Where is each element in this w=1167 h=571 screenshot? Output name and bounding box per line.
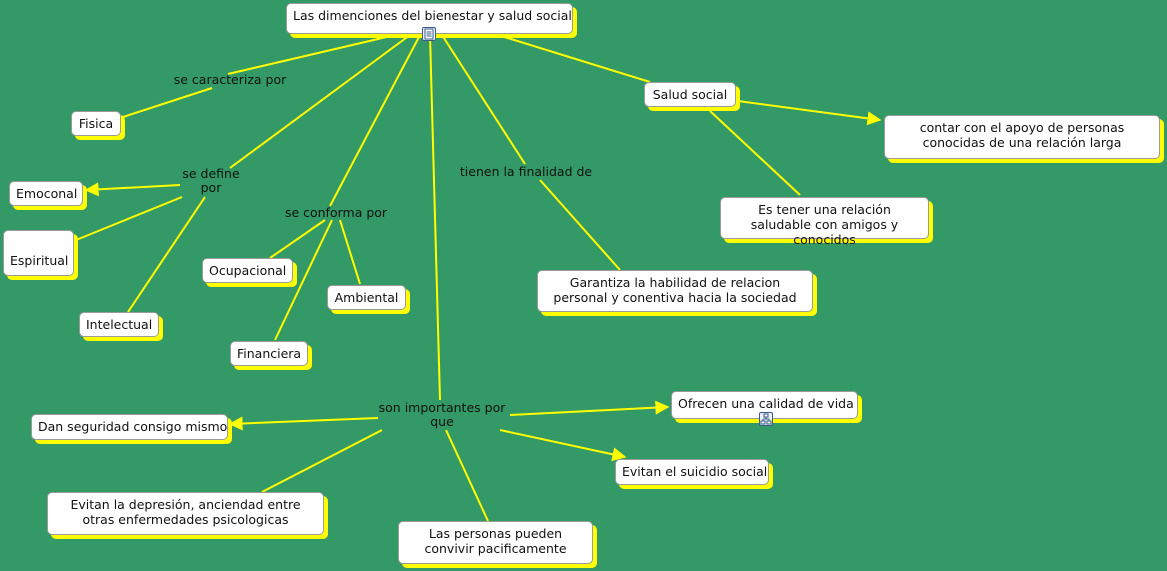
node-depresion-label: Evitan la depresión, anciendad entre otr… xyxy=(70,497,301,527)
link-conforma-ocupacional xyxy=(269,219,326,259)
node-ambiental-label: Ambiental xyxy=(334,290,399,305)
node-salud-social[interactable]: Salud social xyxy=(644,82,736,107)
node-espiritual[interactable]: Espiritual xyxy=(3,230,74,276)
node-fisica[interactable]: Fisica xyxy=(71,111,121,136)
node-apoyo[interactable]: contar con el apoyo de personas conocida… xyxy=(884,115,1160,159)
document-icon[interactable] xyxy=(422,27,436,41)
link-root-son xyxy=(429,34,441,401)
node-emocional[interactable]: Emoconal xyxy=(9,181,83,206)
node-espiritual-label: Espiritual xyxy=(10,253,69,268)
node-convivir[interactable]: Las personas pueden convivir pacificamen… xyxy=(398,521,593,564)
node-calidad-label: Ofrecen una calidad de vida xyxy=(678,396,854,411)
link-root-define xyxy=(229,34,411,169)
label-se-define-por: se define por xyxy=(182,166,240,195)
node-ocupacional-label: Ocupacional xyxy=(209,263,287,278)
link-salud-apoyo xyxy=(737,100,882,126)
link-define-espiritual xyxy=(75,196,183,241)
node-suicidio[interactable]: Evitan el suicidio social xyxy=(615,459,769,485)
node-calidad[interactable]: Ofrecen una calidad de vida xyxy=(671,391,858,419)
link-root-salud xyxy=(497,34,651,83)
link-son-convivir xyxy=(445,429,489,522)
node-financiera[interactable]: Financiera xyxy=(230,341,308,366)
node-seguridad[interactable]: Dan seguridad consigo mismo xyxy=(31,414,228,440)
node-convivir-label: Las personas pueden convivir pacificamen… xyxy=(424,526,567,556)
node-salud-social-label: Salud social xyxy=(652,87,728,102)
node-fisica-label: Fisica xyxy=(78,116,114,131)
link-son-depresion xyxy=(261,429,383,493)
link-finalidad-garantiza xyxy=(539,179,621,271)
node-garantiza[interactable]: Garantiza la habilidad de relacion perso… xyxy=(537,270,813,312)
node-ambiental[interactable]: Ambiental xyxy=(327,285,406,310)
link-root-conforma xyxy=(329,34,421,207)
link-root-caracteriza xyxy=(227,34,396,75)
root-node-label: Las dimenciones del bienestar y salud so… xyxy=(293,8,572,23)
label-se-caracteriza-por: se caracteriza por xyxy=(173,72,287,87)
node-garantiza-label: Garantiza la habilidad de relacion perso… xyxy=(553,275,797,305)
node-intelectual-label: Intelectual xyxy=(86,317,153,332)
node-financiera-label: Financiera xyxy=(237,346,302,361)
node-relacion-label: Es tener una relación saludable con amig… xyxy=(750,202,899,247)
label-tienen-la-finalidad-de: tienen la finalidad de xyxy=(459,164,593,179)
link-conforma-ambiental xyxy=(339,219,361,285)
node-intelectual[interactable]: Intelectual xyxy=(79,312,159,337)
link-define-intelectual xyxy=(127,196,206,313)
link-define-emocional xyxy=(84,182,181,197)
node-relacion[interactable]: Es tener una relación saludable con amig… xyxy=(720,197,929,247)
link-salud-relacion xyxy=(709,110,801,196)
link-caracteriza-fisica xyxy=(119,87,213,119)
node-ocupacional[interactable]: Ocupacional xyxy=(202,258,293,283)
link-son-calidad xyxy=(509,400,670,416)
node-emocional-label: Emoconal xyxy=(16,186,78,201)
label-se-conforma-por: se conforma por xyxy=(284,205,388,220)
label-son-importantes-por-que: son importantes por que xyxy=(378,400,506,429)
link-root-finalidad xyxy=(441,34,526,165)
node-apoyo-label: contar con el apoyo de personas conocida… xyxy=(919,120,1125,150)
node-seguridad-label: Dan seguridad consigo mismo xyxy=(38,419,228,434)
link-son-suicidio xyxy=(499,429,627,462)
sitemap-icon[interactable] xyxy=(759,412,773,426)
node-depresion[interactable]: Evitan la depresión, anciendad entre otr… xyxy=(47,492,324,535)
node-suicidio-label: Evitan el suicidio social xyxy=(622,464,768,479)
link-son-seguridad xyxy=(228,416,379,431)
link-conforma-financiera xyxy=(274,219,333,341)
